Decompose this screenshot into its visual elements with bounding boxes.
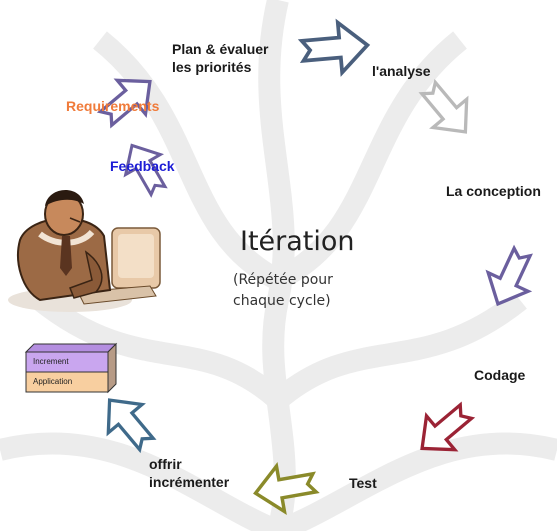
arrow-analyse	[418, 78, 469, 134]
center-subtitle: (Répétée pour chaque cycle)	[233, 270, 333, 312]
arrow-offrir	[106, 398, 157, 454]
increment-application-stack	[24, 342, 118, 394]
label-plan-line1: Plan & évaluer	[172, 41, 269, 57]
label-analyse: l'analyse	[372, 63, 431, 79]
label-requirements: Requirements	[66, 98, 160, 114]
center-subtitle-line2: chaque cycle)	[233, 293, 331, 309]
label-codage: Codage	[474, 367, 526, 383]
label-offrir-line1: offrir	[149, 456, 182, 472]
application-label: Application	[33, 377, 73, 386]
arrow-conception	[485, 244, 533, 307]
label-conception: La conception	[446, 183, 541, 199]
label-offrir-incrementer: offrir incrémenter	[149, 455, 229, 491]
arrow-plan	[297, 18, 371, 77]
label-offrir-line2: incrémenter	[149, 474, 230, 490]
center-subtitle-line1: (Répétée pour	[233, 272, 333, 288]
arrow-codage	[420, 401, 476, 452]
arrow-feedback	[123, 143, 168, 198]
person-at-computer-illustration	[8, 189, 161, 312]
application-block	[25, 371, 109, 393]
increment-label: Increment	[33, 357, 69, 366]
arrow-test	[253, 462, 320, 515]
center-title: Itération	[240, 226, 355, 257]
label-plan-line2: les priorités	[172, 59, 252, 75]
label-feedback: Feedback	[110, 158, 175, 174]
label-plan-evaluer: Plan & évaluer les priorités	[172, 40, 269, 76]
arrow-requirements	[96, 78, 152, 129]
label-test: Test	[349, 475, 377, 491]
